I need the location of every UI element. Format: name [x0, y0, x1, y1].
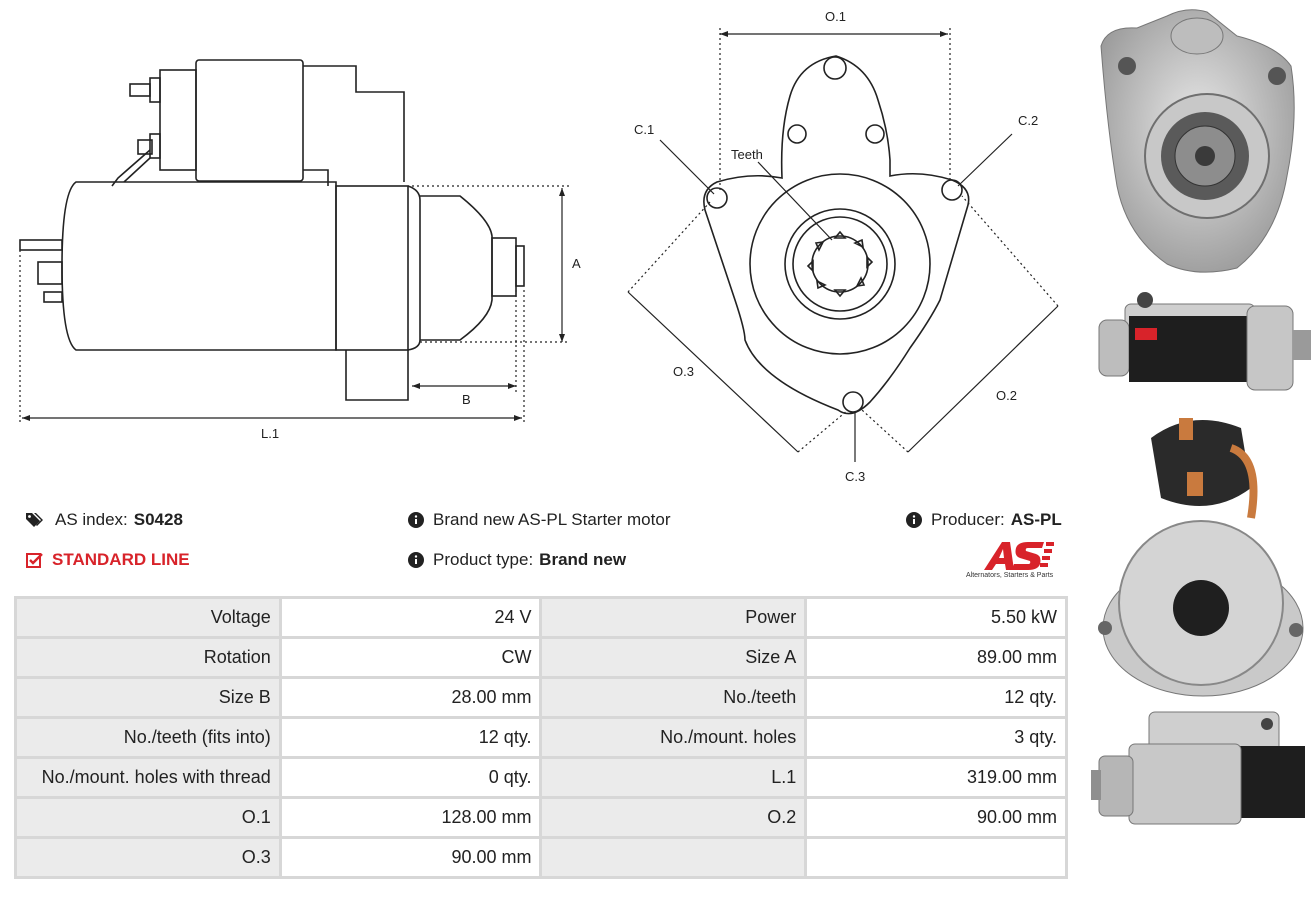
description-text: Brand new AS-PL Starter motor	[433, 510, 671, 529]
solenoid-outline	[111, 59, 405, 187]
photo-bottom-view[interactable]	[1089, 706, 1313, 834]
spec-label: No./mount. holes with thread	[17, 759, 279, 796]
spec-value: 24 V	[281, 599, 540, 636]
label-a: A	[572, 256, 581, 271]
spec-value: 28.00 mm	[281, 679, 540, 716]
spec-value: 90.00 mm	[281, 839, 540, 876]
info-icon	[408, 552, 424, 568]
spec-label: Size A	[542, 639, 805, 676]
spec-row: No./teeth (fits into)12 qty.No./mount. h…	[17, 719, 1065, 756]
front-view-outline	[703, 55, 970, 415]
spec-label: Rotation	[17, 639, 279, 676]
spec-value: 319.00 mm	[807, 759, 1065, 796]
pinion-teeth	[806, 230, 874, 298]
description: Brand new AS-PL Starter motor	[408, 510, 670, 530]
as-index-label: AS index:	[55, 510, 128, 529]
tags-icon	[26, 513, 43, 527]
as-index: AS index: S0428	[26, 510, 183, 530]
producer: Producer: AS-PL	[906, 510, 1062, 530]
label-o3: O.3	[673, 364, 694, 379]
logo-tagline: Alternators, Starters & Parts	[966, 572, 1054, 579]
product-type-label: Product type:	[433, 550, 534, 569]
dim-o3	[627, 291, 799, 453]
label-l1: L.1	[261, 426, 279, 441]
spec-label: Size B	[17, 679, 279, 716]
product-type-value: Brand new	[539, 550, 627, 569]
label-c3: C.3	[845, 469, 865, 484]
label-o2: O.2	[996, 388, 1017, 403]
info-icon	[408, 512, 424, 528]
product-line: STANDARD LINE	[26, 550, 190, 570]
label-teeth: Teeth	[731, 147, 763, 162]
spec-label: No./teeth (fits into)	[17, 719, 279, 756]
check-square-icon	[26, 553, 43, 568]
photo-side-view[interactable]	[1085, 276, 1316, 400]
spec-label: No./teeth	[542, 679, 805, 716]
spec-value: 89.00 mm	[807, 639, 1065, 676]
spec-label: O.2	[542, 799, 805, 836]
as-index-value: S0428	[133, 510, 183, 529]
technical-drawing: O.1 C.1 C.2 Teeth A O.3 O.2 B L.1 C.3	[19, 9, 1059, 484]
spec-label: L.1	[542, 759, 805, 796]
spec-label: Voltage	[17, 599, 279, 636]
spec-value	[807, 839, 1065, 876]
spec-label: Power	[542, 599, 805, 636]
product-line-text: STANDARD LINE	[52, 550, 190, 569]
spec-label: O.1	[17, 799, 279, 836]
spec-value: 3 qty.	[807, 719, 1065, 756]
label-o1: O.1	[825, 9, 846, 24]
product-photos	[1085, 0, 1316, 898]
photo-front-view[interactable]	[1087, 6, 1315, 276]
photo-rear-view[interactable]	[1091, 408, 1313, 698]
producer-label: Producer:	[931, 510, 1005, 529]
spec-value: 0 qty.	[281, 759, 540, 796]
spec-value: CW	[281, 639, 540, 676]
label-c1: C.1	[634, 122, 654, 137]
product-type: Product type: Brand new	[408, 550, 626, 570]
spec-value: 12 qty.	[281, 719, 540, 756]
spec-label: O.3	[17, 839, 279, 876]
spec-value: 128.00 mm	[281, 799, 540, 836]
label-b: B	[462, 392, 471, 407]
spec-label	[542, 839, 805, 876]
spec-label: No./mount. holes	[542, 719, 805, 756]
motor-body-outline	[19, 181, 525, 401]
as-pl-logo	[984, 542, 1054, 570]
spec-value: 12 qty.	[807, 679, 1065, 716]
info-icon	[906, 512, 922, 528]
producer-value: AS-PL	[1010, 510, 1062, 529]
label-c2: C.2	[1018, 113, 1038, 128]
dim-o2	[907, 305, 1059, 453]
spec-value: 5.50 kW	[807, 599, 1065, 636]
spec-value: 90.00 mm	[807, 799, 1065, 836]
